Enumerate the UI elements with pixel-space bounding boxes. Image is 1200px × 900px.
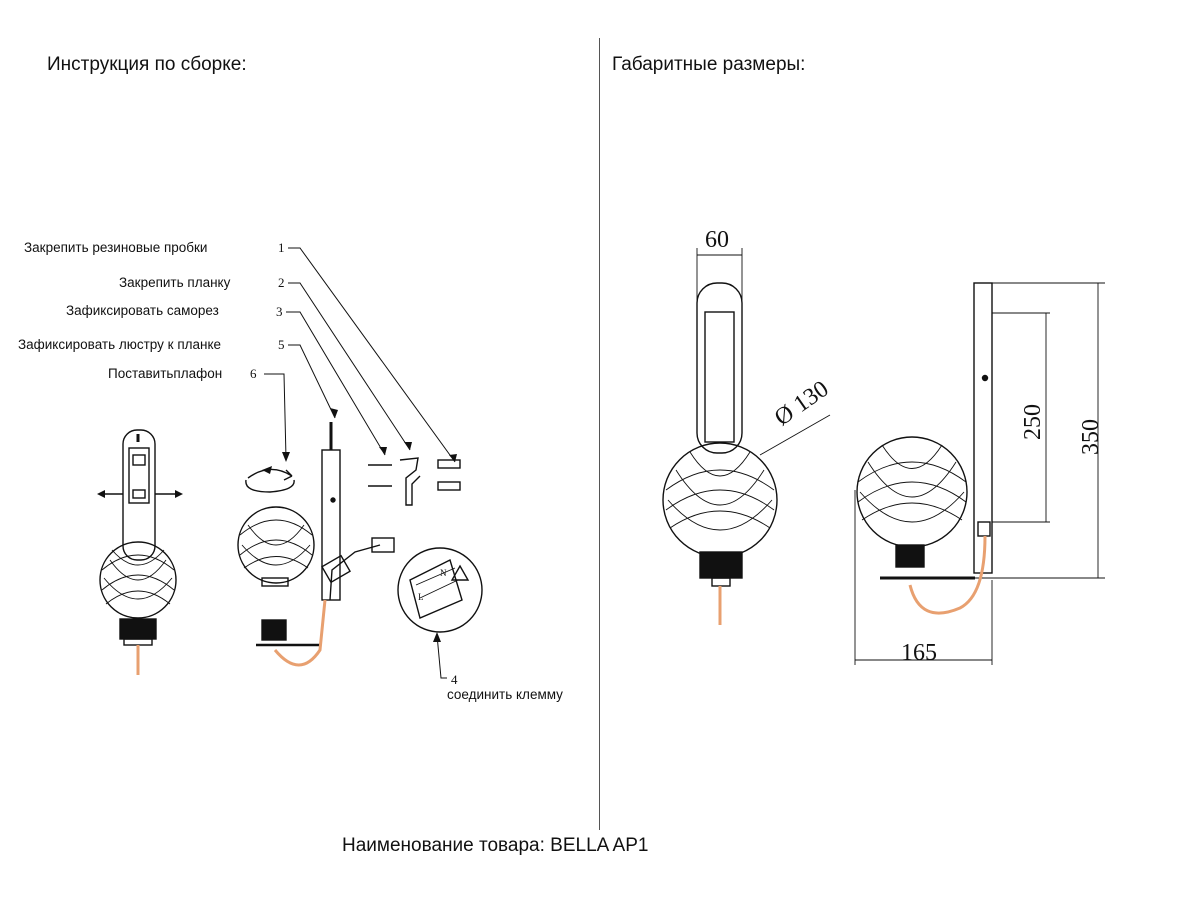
dimensions-title: Габаритные размеры: xyxy=(612,54,806,75)
step-6-label: Поставитьплафон xyxy=(108,366,223,381)
bracket-and-screws xyxy=(368,457,461,506)
side-view-lamp xyxy=(237,422,395,667)
step-3-number: 3 xyxy=(276,304,283,319)
step-6-number: 6 xyxy=(250,366,257,381)
step-4-number: 4 xyxy=(451,672,458,687)
step-1-number: 1 xyxy=(278,240,285,255)
section-divider xyxy=(599,38,600,830)
product-name: Наименование товара: BELLA AP1 xyxy=(342,835,649,856)
step-3-label: Зафиксировать саморез xyxy=(66,303,219,318)
assembly-title: Инструкция по сборке: xyxy=(47,54,247,75)
step-5-label: Зафиксировать люстру к планке xyxy=(18,337,222,352)
terminal-mark-n: N xyxy=(440,568,447,578)
step-2-label: Закрепить планку xyxy=(119,275,231,290)
dim-depth: 165 xyxy=(901,640,937,666)
dimension-side-view xyxy=(854,282,1105,665)
dimension-front-view xyxy=(662,248,831,625)
step-1-label: Закрепить резиновые пробки xyxy=(24,240,208,255)
step-4-label: соединить клемму xyxy=(447,687,563,702)
terminal-mark-l: L xyxy=(418,592,424,602)
step-2-number: 2 xyxy=(278,275,285,290)
terminal-detail: N L xyxy=(397,547,483,633)
leader-lines xyxy=(264,247,456,679)
dim-width-top: 60 xyxy=(705,227,729,253)
step-5-number: 5 xyxy=(278,337,285,352)
front-view-lamp xyxy=(97,429,183,675)
